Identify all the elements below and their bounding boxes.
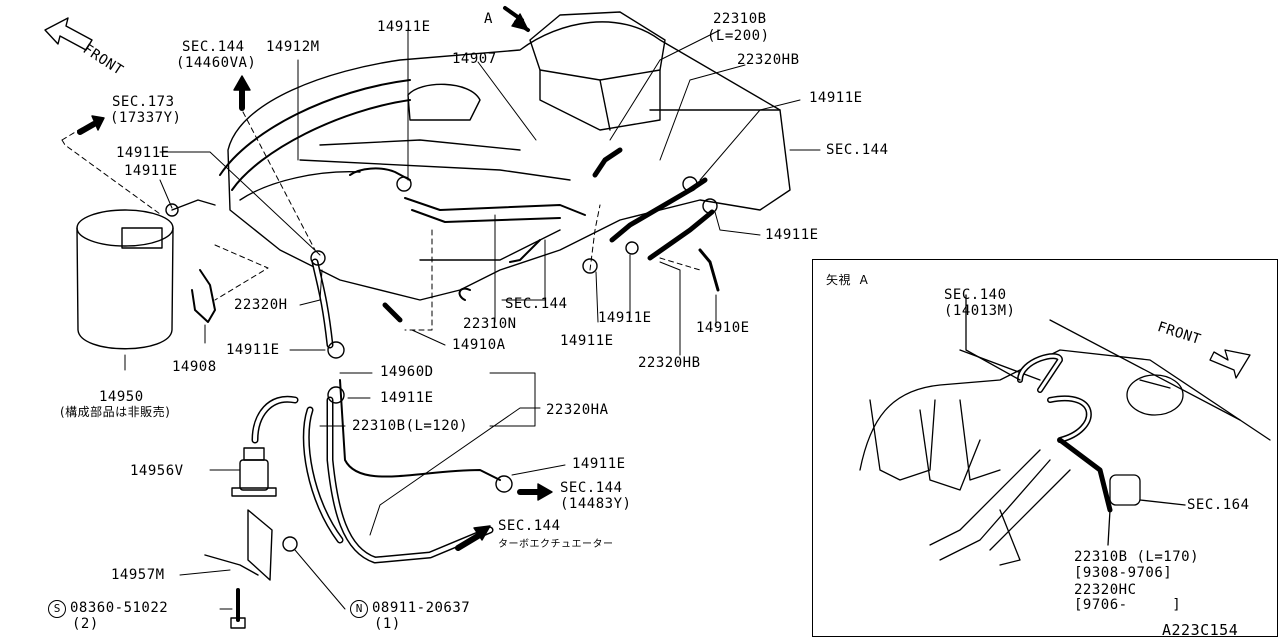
part-14956v-label[interactable]: 14956V (130, 463, 184, 479)
part-14911e-top-label[interactable]: 14911E (377, 19, 431, 35)
inset-22320hc-label[interactable]: 22320HC (1074, 582, 1137, 598)
part-14911e-r2-label[interactable]: 14911E (765, 227, 819, 243)
diagram-code: A223C154 (1162, 621, 1239, 639)
sec144-14483y-label[interactable]: SEC.144 (560, 480, 623, 496)
turbo-actuator-note: ターボエクチュエーター (498, 539, 614, 550)
sec144-right-label[interactable]: SEC.144 (826, 142, 889, 158)
inset-14013m-label[interactable]: (14013M) (944, 303, 1016, 319)
part-14911e-low2-label[interactable]: 14911E (380, 390, 434, 406)
part-08911-20637-label[interactable]: 08911-20637 (372, 600, 471, 616)
part-14910a-label[interactable]: 14910A (452, 337, 506, 353)
part-14908-label[interactable]: 14908 (172, 359, 217, 375)
inset-view-title: 矢視 A (826, 273, 869, 287)
front-arrow-icon (44, 17, 93, 51)
sec144-turbo-label[interactable]: SEC.144 (498, 518, 561, 534)
bracket-14957m (247, 509, 273, 581)
sec173-label[interactable]: SEC.173 (112, 94, 175, 110)
solenoid-valve-14956v (231, 447, 277, 497)
canister-14950 (76, 199, 216, 350)
part-17337y-label[interactable]: (17337Y) (110, 110, 182, 126)
part-14907-label[interactable]: 14907 (452, 51, 497, 67)
part-14911e-low-label[interactable]: 14911E (226, 342, 280, 358)
part-14483y-label[interactable]: (14483Y) (560, 496, 632, 512)
part-08360-qty: (2) (72, 616, 99, 632)
sec144-top-label[interactable]: SEC.144 (182, 39, 245, 55)
inset-range2-label: [9706- ] (1074, 597, 1182, 613)
part-22320hb-mid-label[interactable]: 22320HB (638, 355, 701, 371)
view-a-label: A (484, 11, 493, 27)
part-22310b-120-label[interactable]: 22310B(L=120) (352, 418, 469, 434)
part-22320hb-top-label[interactable]: 22320HB (737, 52, 800, 68)
standard-part-n-icon: N (350, 600, 368, 618)
standard-part-s-icon: S (48, 600, 66, 618)
inset-range1-label: [9308-9706] (1074, 565, 1173, 581)
hose-14912m (219, 79, 411, 176)
inset-sec140-label[interactable]: SEC.140 (944, 287, 1007, 303)
sec173-arrow-icon (77, 121, 97, 135)
part-14950-label[interactable]: 14950 (99, 389, 144, 405)
part-14957m-label[interactable]: 14957M (111, 567, 165, 583)
part-14912m-label[interactable]: 14912M (266, 39, 320, 55)
part-14460va-label[interactable]: (14460VA) (176, 55, 257, 71)
inset-22310b-label[interactable]: 22310B (L=170) (1074, 549, 1200, 565)
part-08360-51022-label[interactable]: 08360-51022 (70, 600, 169, 616)
part-14910e-label[interactable]: 14910E (696, 320, 750, 336)
part-22320h-label[interactable]: 22320H (234, 297, 288, 313)
part-14950-note: (構成部品は非販売) (60, 405, 171, 419)
view-a-inset (812, 259, 1278, 637)
part-14911e-left2-label[interactable]: 14911E (124, 163, 178, 179)
bracket-14908 (191, 269, 216, 323)
part-14911e-left1-label[interactable]: 14911E (116, 145, 170, 161)
part-14911e-mid1-label[interactable]: 14911E (598, 310, 652, 326)
part-22320ha-label[interactable]: 22320HA (546, 402, 609, 418)
inset-front-arrow-icon (1209, 349, 1251, 379)
sec144-mid-label[interactable]: SEC.144 (505, 296, 568, 312)
part-14911e-low3-label[interactable]: 14911E (572, 456, 626, 472)
part-14960d-label[interactable]: 14960D (380, 364, 434, 380)
inset-sec164-label[interactable]: SEC.164 (1187, 497, 1250, 513)
length-200-label: (L=200) (707, 28, 770, 44)
part-14911e-mid2-label[interactable]: 14911E (560, 333, 614, 349)
part-22310b-top-label[interactable]: 22310B (713, 11, 767, 27)
part-08911-qty: (1) (374, 616, 401, 632)
nut-08911 (282, 536, 298, 552)
part-22310n-label[interactable]: 22310N (463, 316, 517, 332)
part-14911e-r1-label[interactable]: 14911E (809, 90, 863, 106)
engine-block (227, 21, 791, 301)
